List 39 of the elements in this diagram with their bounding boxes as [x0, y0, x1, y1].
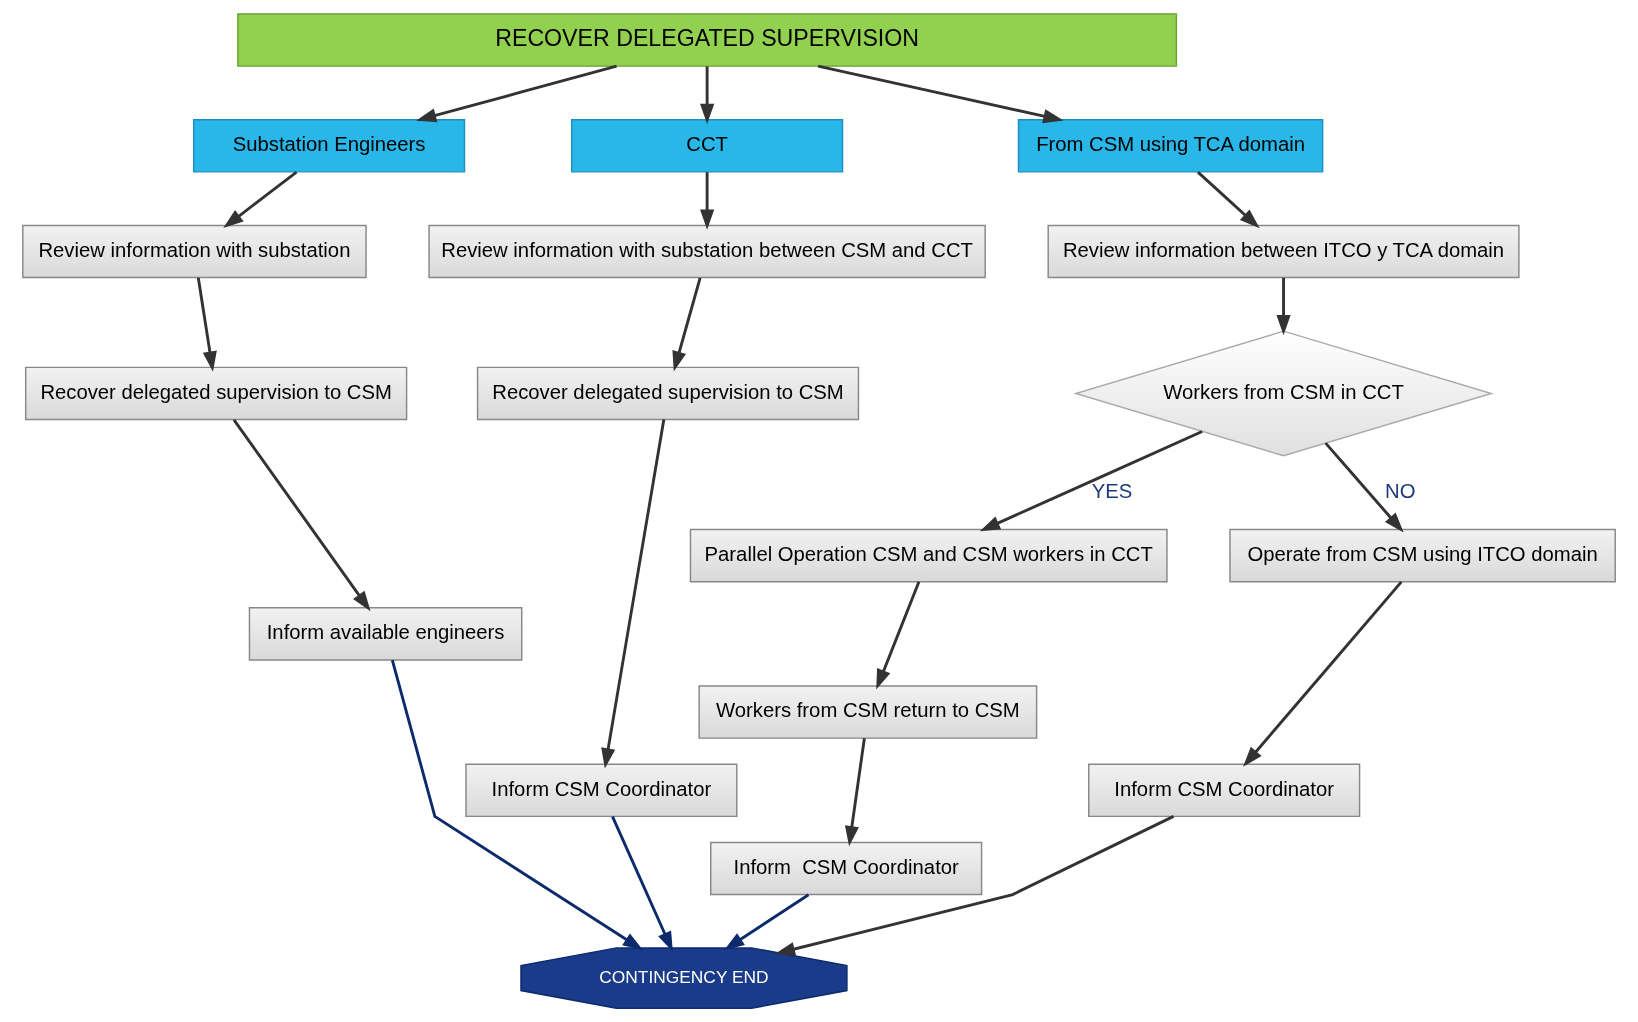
node-box: Inform CSM Coordinator [710, 841, 983, 896]
arrow [672, 277, 702, 372]
arrow [1243, 580, 1403, 767]
node-box: CCT [570, 119, 844, 173]
arrow [232, 419, 371, 612]
node-box: Operate from CSM using ITCO domain [1229, 528, 1616, 583]
edge-label: NO [1385, 480, 1416, 503]
arrow [724, 893, 810, 951]
arrow [876, 581, 921, 690]
node-box: Inform CSM Coordinator [1088, 763, 1361, 818]
node-box: Substation Engineers [192, 119, 466, 173]
arrow [700, 172, 715, 230]
node-box: From CSM using TCA domain [1017, 119, 1324, 173]
arrow [1324, 442, 1404, 533]
node-box: Parallel Operation CSM and CSM workers in CCT [689, 528, 1168, 583]
node-box: Workers from CSM return to CSM [698, 685, 1038, 739]
edge-label: YES [1091, 480, 1133, 503]
node-box: Inform available engineers [248, 607, 523, 661]
arrow [844, 738, 866, 847]
arrow [416, 64, 617, 123]
node-box: RECOVER DELEGATED SUPERVISION [237, 13, 1178, 67]
arrow [611, 816, 673, 952]
node-box: Review information with substation [22, 224, 367, 279]
node-box: Inform CSM Coordinator [465, 763, 738, 818]
arrow [1276, 277, 1291, 336]
arrow [223, 170, 298, 229]
node-diamond: Workers from CSM in CCT [1073, 330, 1494, 457]
arrow [1196, 171, 1260, 229]
node-box: Recover delegated supervision to CSM [24, 366, 408, 421]
arrow [979, 430, 1203, 532]
arrow [817, 64, 1064, 124]
arrow [700, 66, 715, 125]
arrow [774, 815, 1175, 956]
node-box: Review information between ITCO y TCA domain [1047, 224, 1520, 279]
node-box: Recover delegated supervision to CSM [476, 366, 860, 421]
node-box: Review information with substation between CSM and CCT [428, 224, 986, 279]
arrow [390, 659, 644, 951]
arrow [601, 419, 666, 769]
arrow [196, 277, 217, 372]
